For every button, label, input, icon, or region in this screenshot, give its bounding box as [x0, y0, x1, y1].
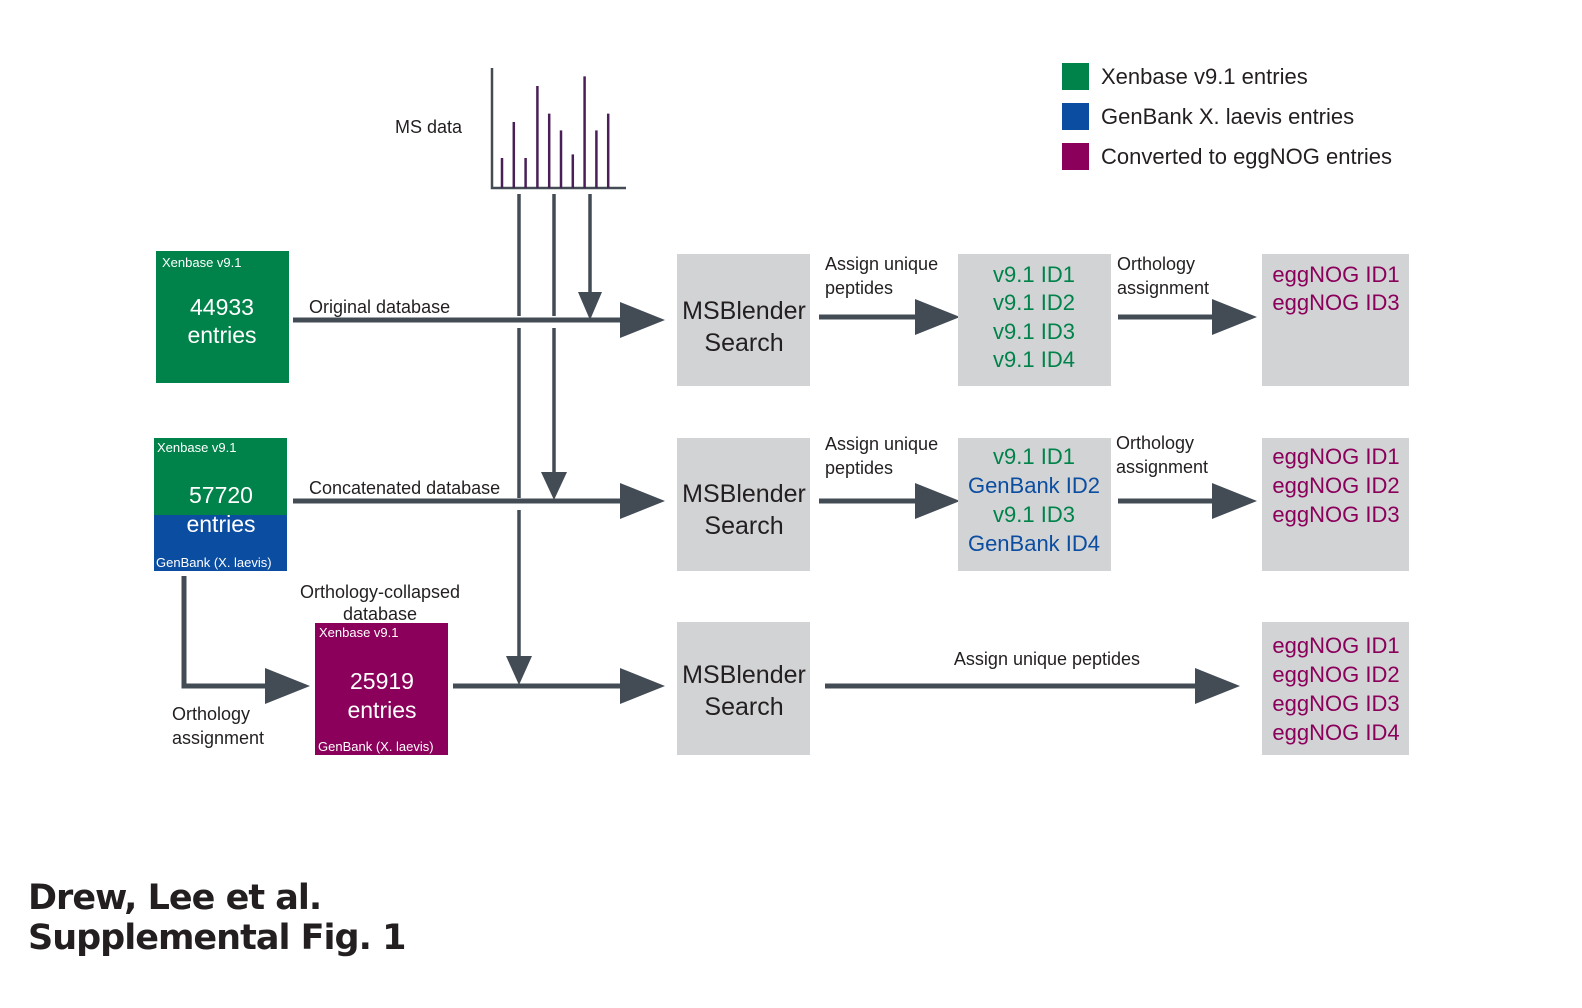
- search-line2: Search: [704, 329, 783, 357]
- legend-swatch-genbank: [1062, 103, 1089, 130]
- caption-authors: Drew, Lee et al.: [28, 878, 322, 918]
- db-box-top-label: Xenbase v9.1: [319, 625, 399, 640]
- legend-label-genbank: GenBank X. laevis entries: [1101, 104, 1354, 129]
- search-line2: Search: [704, 512, 783, 540]
- eggnog-ids-box: [1262, 438, 1409, 571]
- ortho-label-line1: Orthology: [1117, 254, 1195, 274]
- ms-data-spectrum: MS data: [395, 68, 626, 190]
- assign-label-line2: peptides: [825, 278, 893, 298]
- eggnog-item: eggNOG ID3: [1272, 290, 1399, 315]
- eggnog-ids-box: [1262, 622, 1409, 755]
- db-box-count: 57720: [189, 482, 253, 508]
- search-line2: Search: [704, 693, 783, 721]
- msblender-search-box: [677, 438, 810, 571]
- id-item: v9.1 ID3: [993, 319, 1075, 344]
- eggnog-item: eggNOG ID2: [1272, 473, 1399, 498]
- legend-swatch-xenbase: [1062, 63, 1089, 90]
- ortho-label-line2: assignment: [1116, 457, 1208, 477]
- db-box-xenbase: [156, 251, 289, 383]
- eggnog-item: eggNOG ID4: [1272, 720, 1399, 745]
- db-box-eggnog: [315, 623, 448, 755]
- eggnog-item: eggNOG ID1: [1272, 633, 1399, 658]
- db-to-search-arrowhead: [620, 483, 665, 519]
- db-box-xenbase-part: [154, 438, 287, 515]
- ortho-label-line1: Orthology: [1116, 433, 1194, 453]
- orthology-assignment-arrowhead: [265, 668, 310, 704]
- legend-label-xenbase: Xenbase v9.1 entries: [1101, 64, 1308, 89]
- id-item: v9.1 ID1: [993, 262, 1075, 287]
- row-concatenated-database: Xenbase v9.1 57720 entries GenBank (X. l…: [154, 433, 1409, 571]
- eggnog-item: eggNOG ID2: [1272, 662, 1399, 687]
- spectrum-peaks: [500, 76, 610, 188]
- db-title-line2: database: [343, 604, 417, 624]
- legend-swatch-eggnog: [1062, 143, 1089, 170]
- ortho-label-line2: assignment: [1117, 278, 1209, 298]
- ms-arrow-row1-head: [578, 292, 602, 320]
- side-label-line2: assignment: [172, 728, 264, 748]
- ms-arrow-row2-head: [541, 472, 567, 500]
- db-box-count: 44933: [190, 294, 254, 320]
- search-to-ids-arrowhead: [915, 483, 960, 519]
- db-to-search-arrowhead: [620, 668, 665, 704]
- search-to-eggnog-arrowhead: [1195, 668, 1240, 704]
- db-box-unit: entries: [186, 511, 255, 537]
- figure-caption: Drew, Lee et al. Supplemental Fig. 1: [28, 878, 406, 958]
- side-label-line1: Orthology: [172, 704, 250, 724]
- eggnog-item: eggNOG ID3: [1272, 691, 1399, 716]
- search-line1: MSBlender: [682, 480, 806, 508]
- db-arrow-label: Original database: [309, 297, 450, 317]
- peptide-ids-box: [958, 254, 1111, 386]
- ms-arrow-row3-head: [506, 656, 532, 685]
- db-box-top-label: Xenbase v9.1: [162, 255, 242, 270]
- db-box-bottom-label: GenBank (X. laevis): [318, 739, 434, 754]
- db-box-genbank-part: [154, 515, 287, 571]
- assign-label-line2: peptides: [825, 458, 893, 478]
- row-orthology-collapsed-database: Orthology assignment Orthology-collapsed…: [172, 576, 1409, 755]
- id-item: GenBank ID2: [968, 473, 1100, 498]
- db-arrow-label: Concatenated database: [309, 478, 500, 498]
- id-item: v9.1 ID2: [993, 290, 1075, 315]
- db-box-unit: entries: [187, 322, 256, 348]
- peptide-ids-box: [958, 438, 1111, 571]
- db-title-line1: Orthology-collapsed: [300, 582, 460, 602]
- assign-label-line1: Assign unique: [825, 434, 938, 454]
- id-item: GenBank ID4: [968, 531, 1100, 556]
- id-item: v9.1 ID4: [993, 347, 1075, 372]
- legend-label-eggnog: Converted to eggNOG entries: [1101, 144, 1392, 169]
- id-item: v9.1 ID3: [993, 502, 1075, 527]
- ms-data-label: MS data: [395, 117, 463, 137]
- search-line1: MSBlender: [682, 661, 806, 689]
- eggnog-item: eggNOG ID3: [1272, 502, 1399, 527]
- search-line1: MSBlender: [682, 297, 806, 325]
- eggnog-item: eggNOG ID1: [1272, 444, 1399, 469]
- ids-to-eggnog-arrowhead: [1212, 483, 1257, 519]
- db-box-unit: entries: [347, 697, 416, 723]
- db-box-count: 25919: [350, 668, 414, 694]
- search-to-ids-arrowhead: [915, 299, 960, 335]
- id-item: v9.1 ID1: [993, 444, 1075, 469]
- assign-label-line1: Assign unique: [825, 254, 938, 274]
- msblender-search-box: [677, 254, 810, 386]
- row-original-database: Xenbase v9.1 44933 entries Original data…: [156, 251, 1409, 386]
- eggnog-item: eggNOG ID1: [1272, 262, 1399, 287]
- eggnog-ids-box: [1262, 254, 1409, 386]
- spectrum-axis: [490, 68, 626, 190]
- msblender-search-box: [677, 622, 810, 755]
- db-box-top-label: Xenbase v9.1: [157, 440, 237, 455]
- ids-to-eggnog-arrowhead: [1212, 299, 1257, 335]
- orthology-assignment-arrow: [181, 576, 275, 689]
- ms-data-arrows: [506, 194, 602, 685]
- assign-label: Assign unique peptides: [954, 649, 1140, 669]
- db-to-search-arrowhead: [620, 302, 665, 338]
- legend: Xenbase v9.1 entries GenBank X. laevis e…: [1062, 63, 1392, 170]
- caption-figure-number: Supplemental Fig. 1: [28, 918, 406, 958]
- db-box-bottom-label: GenBank (X. laevis): [156, 555, 272, 570]
